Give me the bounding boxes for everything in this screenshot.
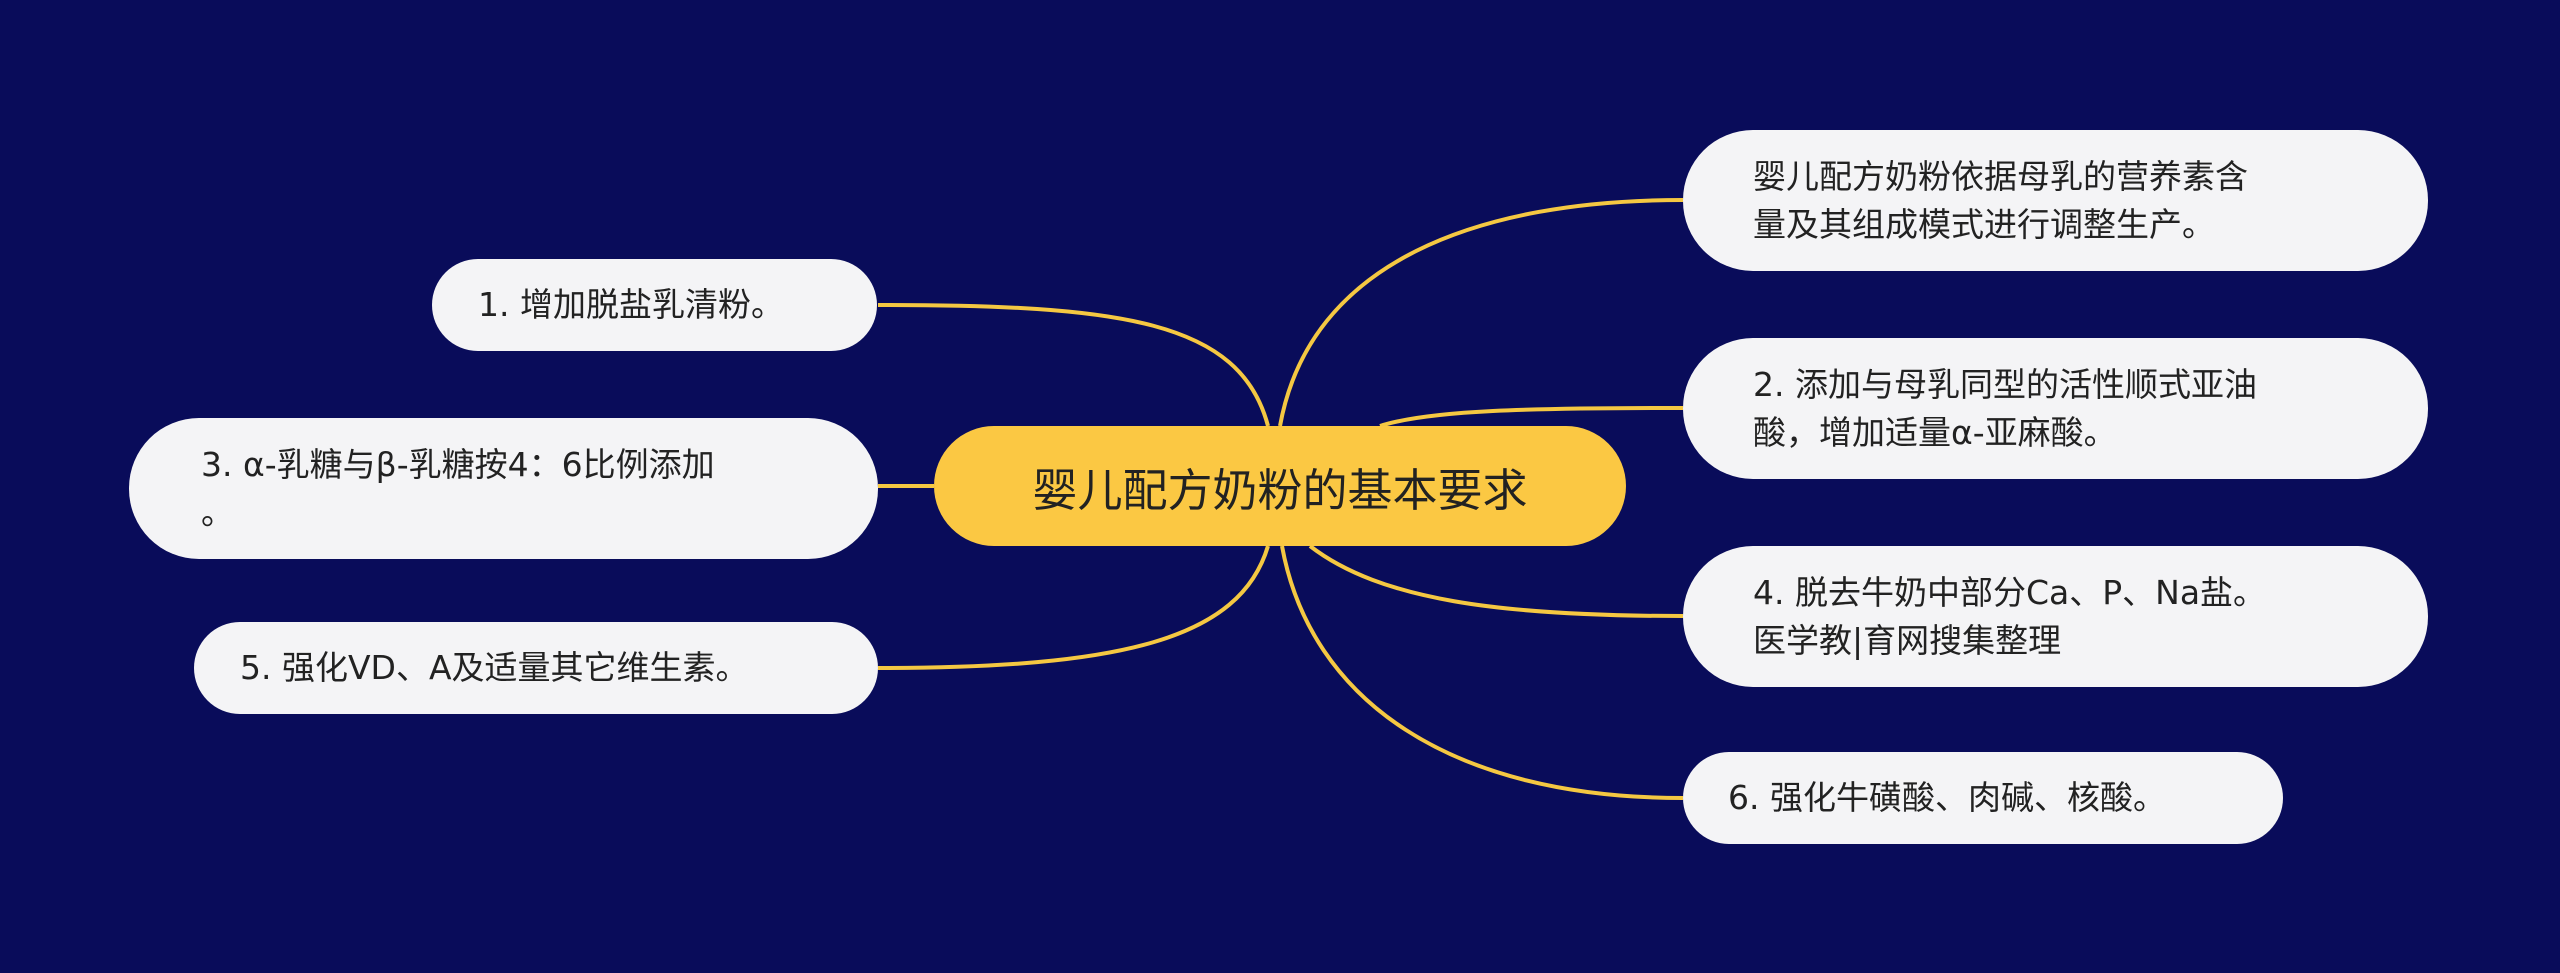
branch-node-left-3[interactable]: 5. 强化VD、A及适量其它维生素。 <box>194 622 878 714</box>
branch-node-right-3[interactable]: 4. 脱去牛奶中部分Ca、P、Na盐。 医学教|育网搜集整理 <box>1683 546 2428 687</box>
branch-node-right-4[interactable]: 6. 强化牛磺酸、肉碱、核酸。 <box>1683 752 2283 844</box>
central-topic-label: 婴儿配方奶粉的基本要求 <box>1032 463 1528 517</box>
connector-center-to-left-3 <box>877 545 1270 670</box>
central-topic[interactable]: 婴儿配方奶粉的基本要求 <box>934 426 1626 546</box>
branch-node-label: 1. 增加脱盐乳清粉。 <box>478 285 784 324</box>
branch-node-right-2[interactable]: 2. 添加与母乳同型的活性顺式亚油 酸，增加适量α-亚麻酸。 <box>1683 338 2428 479</box>
branch-node-label: 2. 添加与母乳同型的活性顺式亚油 酸，增加适量α-亚麻酸。 <box>1753 364 2257 452</box>
connector-center-to-left-1 <box>877 303 1270 427</box>
branch-node-label: 6. 强化牛磺酸、肉碱、核酸。 <box>1728 778 2166 817</box>
branch-node-label: 3. α-乳糖与β-乳糖按4：6比例添加 。 <box>201 444 715 532</box>
branch-node-left-2[interactable]: 3. α-乳糖与β-乳糖按4：6比例添加 。 <box>129 418 878 559</box>
connector-center-to-right-4 <box>1280 545 1684 800</box>
connector-center-to-right-3 <box>1308 544 1684 618</box>
branch-node-right-1[interactable]: 婴儿配方奶粉依据母乳的营养素含 量及其组成模式进行调整生产。 <box>1683 130 2428 271</box>
branch-node-left-1[interactable]: 1. 增加脱盐乳清粉。 <box>432 259 877 351</box>
branch-node-label: 4. 脱去牛奶中部分Ca、P、Na盐。 医学教|育网搜集整理 <box>1753 572 2267 660</box>
branch-node-label: 婴儿配方奶粉依据母乳的营养素含 量及其组成模式进行调整生产。 <box>1753 156 2248 244</box>
connector-center-to-right-2 <box>1379 406 1684 428</box>
connector-center-to-right-1 <box>1278 198 1684 427</box>
branch-node-label: 5. 强化VD、A及适量其它维生素。 <box>240 648 749 687</box>
